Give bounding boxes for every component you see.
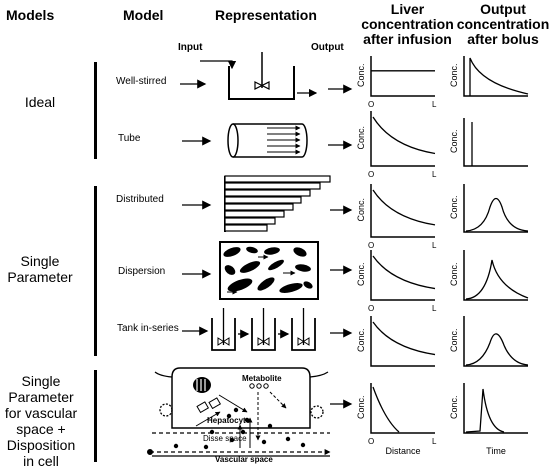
origin-label: O bbox=[368, 100, 374, 109]
header-representation: Representation bbox=[215, 7, 317, 23]
graph-5: Conc. O L bbox=[356, 184, 437, 250]
end-label: L bbox=[432, 304, 437, 313]
group-single-parameter: Single Parameter bbox=[7, 253, 73, 285]
graph-4: Conc. bbox=[449, 118, 528, 167]
end-label: L bbox=[432, 170, 437, 179]
conc-axis-label: Conc. bbox=[449, 328, 459, 352]
conc-axis-label: Conc. bbox=[356, 126, 366, 150]
origin-label: O bbox=[368, 437, 374, 446]
conc-axis-label: Conc. bbox=[449, 395, 459, 419]
group-bar-single-parameter bbox=[94, 186, 97, 356]
label-metabolite: Metabolite bbox=[242, 374, 282, 383]
distance-axis-label: Distance bbox=[385, 446, 420, 456]
conc-axis-label: Conc. bbox=[356, 198, 366, 222]
graph-10: Conc. bbox=[449, 316, 529, 367]
tube-diagram bbox=[182, 123, 308, 158]
graph-axes bbox=[463, 184, 528, 233]
output-label: Output bbox=[311, 42, 344, 53]
cell-diagram bbox=[147, 367, 331, 457]
group-single-parameter-cell: Single Parameter for vascular space + Di… bbox=[4, 373, 78, 469]
conc-axis-label: Conc. bbox=[356, 262, 366, 286]
graph-curve bbox=[372, 386, 400, 433]
model-tube: Tube bbox=[118, 133, 141, 144]
graph-7: Conc. O L bbox=[356, 250, 437, 313]
graph-curve bbox=[465, 388, 505, 433]
graph-11: Conc. O L Distance bbox=[356, 383, 437, 456]
group-bar-ideal bbox=[94, 62, 97, 159]
graph-axes bbox=[370, 184, 435, 238]
graph-axes bbox=[463, 383, 528, 434]
graph-axes bbox=[370, 383, 435, 434]
distributed-diagram bbox=[182, 175, 331, 232]
graph-curve bbox=[372, 255, 436, 290]
conc-axis-label: Conc. bbox=[356, 328, 366, 352]
graph-curve bbox=[469, 57, 529, 96]
arrows-to-graphs bbox=[328, 84, 353, 409]
header-liver-concentration: Liver concentration after infusion bbox=[361, 1, 454, 47]
graph-curve bbox=[372, 321, 436, 356]
graph-6: Conc. bbox=[449, 184, 529, 233]
header-output-concentration: Output concentration after bolus bbox=[456, 1, 550, 47]
graph-2: Conc. bbox=[449, 56, 529, 97]
graph-8: Conc. bbox=[449, 250, 529, 301]
graph-axes bbox=[463, 56, 528, 97]
graph-axes bbox=[370, 316, 435, 367]
origin-label: O bbox=[368, 304, 374, 313]
conc-axis-label: Conc. bbox=[356, 395, 366, 419]
well-stirred-diagram bbox=[180, 52, 318, 100]
end-label: L bbox=[432, 437, 437, 446]
label-hepatocyte: Hepatocyte bbox=[207, 416, 251, 425]
model-dispersion: Dispersion bbox=[118, 266, 166, 277]
end-label: L bbox=[432, 241, 437, 250]
conc-axis-label: Conc. bbox=[449, 63, 459, 87]
graph-axes bbox=[463, 250, 528, 301]
label-disse-space: Disse space bbox=[203, 434, 247, 443]
graph-axes bbox=[370, 111, 435, 167]
graph-axes bbox=[463, 316, 528, 367]
model-tank-in-series: Tank in-series bbox=[117, 323, 179, 334]
time-axis-label: Time bbox=[486, 446, 506, 456]
header-model: Model bbox=[123, 7, 164, 23]
input-arrow bbox=[200, 60, 237, 70]
dispersion-diagram bbox=[182, 241, 319, 300]
label-vascular-space: Vascular space bbox=[215, 455, 273, 464]
header-models: Models bbox=[6, 7, 55, 23]
graph-3: Conc. O L bbox=[356, 111, 437, 179]
conc-axis-label: Conc. bbox=[356, 63, 366, 87]
graph-axes bbox=[370, 56, 435, 97]
conc-axis-label: Conc. bbox=[449, 262, 459, 286]
graph-curve bbox=[372, 116, 436, 155]
graph-curve bbox=[372, 189, 436, 226]
conc-axis-label: Conc. bbox=[449, 195, 459, 219]
graph-curve bbox=[465, 333, 529, 366]
graph-axes bbox=[463, 118, 528, 167]
conc-axis-label: Conc. bbox=[449, 129, 459, 153]
group-ideal: Ideal bbox=[24, 94, 56, 110]
model-distributed: Distributed bbox=[116, 194, 164, 205]
origin-label: O bbox=[368, 241, 374, 250]
graph-9: Conc. bbox=[356, 316, 436, 367]
input-label: Input bbox=[178, 42, 203, 53]
end-label: L bbox=[432, 100, 437, 109]
model-well-stirred: Well-stirred bbox=[116, 76, 167, 87]
tank-in-series-diagram bbox=[182, 308, 316, 351]
graph-12: Conc. Time bbox=[449, 383, 528, 456]
graph-1: Conc. O L bbox=[356, 56, 437, 109]
graph-curve bbox=[465, 197, 529, 232]
origin-label: O bbox=[368, 170, 374, 179]
graph-axes bbox=[370, 250, 435, 301]
group-bar-single-parameter-cell bbox=[94, 370, 97, 462]
graph-curve bbox=[465, 259, 529, 300]
